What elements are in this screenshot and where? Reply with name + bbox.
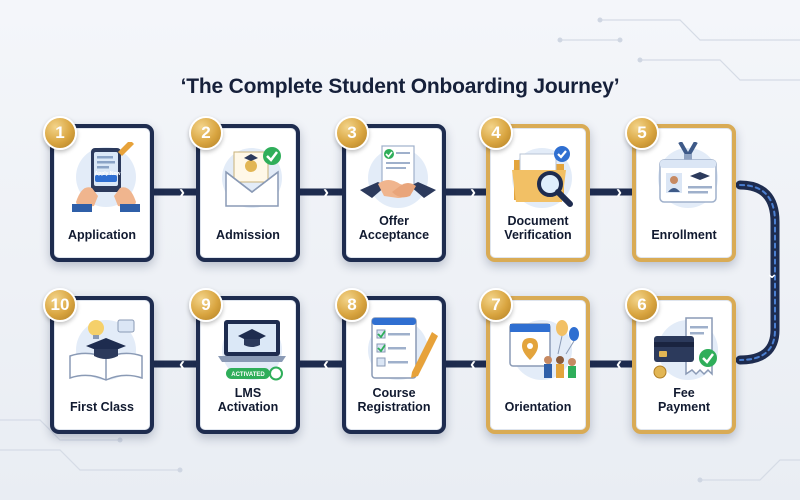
handshake-icon [360, 145, 436, 208]
step-card-document-verification: Document Verification [486, 124, 590, 262]
step-number-badge: 10 [43, 288, 77, 322]
step-number-badge: 5 [625, 116, 659, 150]
step-number-badge: 6 [625, 288, 659, 322]
form-pencil-icon [368, 317, 438, 380]
step-label: Fee Payment [657, 386, 711, 414]
step-card-admission: Admission [196, 124, 300, 262]
step-label: Application [67, 228, 137, 242]
step-label: LMS Activation [217, 386, 279, 414]
step-number-badge: 1 [43, 116, 77, 150]
page-title: ‘The Complete Student Onboarding Journey… [180, 75, 620, 98]
id-card-icon [658, 142, 718, 208]
step-number-badge: 4 [479, 116, 513, 150]
step-label: First Class [70, 400, 134, 414]
connector-arrow-right-icon: › [616, 182, 622, 202]
credit-card-receipt-icon [653, 317, 718, 380]
step-card-enrollment: Enrollment [632, 124, 736, 262]
step-number-badge: 2 [189, 116, 223, 150]
connector-arrow-left-icon: ‹ [179, 354, 185, 374]
step-label: Document Verification [504, 214, 572, 242]
connector-arrow-right-icon: › [179, 182, 185, 202]
connector-arrow-left-icon: ‹ [616, 354, 622, 374]
step-label: Offer Acceptance [358, 214, 430, 242]
tablet-application-icon [72, 142, 140, 212]
step-label: Course Registration [357, 386, 431, 414]
step-label: Admission [216, 228, 280, 242]
envelope-check-icon [222, 147, 282, 208]
connector-arrow-left-icon: ‹ [323, 354, 329, 374]
laptop-graduation-icon: ACTIVATED [218, 320, 286, 381]
step-card-application: Application [50, 124, 154, 262]
connector-arrow-right-icon: › [323, 182, 329, 202]
connector-arrow-down-icon: ⌄ [766, 265, 778, 281]
calendar-balloons-icon [509, 320, 579, 380]
step-card-first-class: First Class [50, 296, 154, 434]
step-number-badge: 8 [335, 288, 369, 322]
step-label: Orientation [504, 400, 572, 414]
connector-arrow-left-icon: ‹ [470, 354, 476, 374]
connector-arrow-right-icon: › [470, 182, 476, 202]
activated-toggle-label: ACTIVATED [231, 372, 265, 378]
open-book-graduation-icon [69, 319, 143, 381]
step-number-badge: 7 [479, 288, 513, 322]
step-number-badge: 3 [335, 116, 369, 150]
step-number-badge: 9 [189, 288, 223, 322]
apply-now-tag: Apply Now [94, 171, 121, 177]
step-label: Enrollment [651, 228, 717, 242]
folder-magnifier-icon [512, 146, 573, 208]
